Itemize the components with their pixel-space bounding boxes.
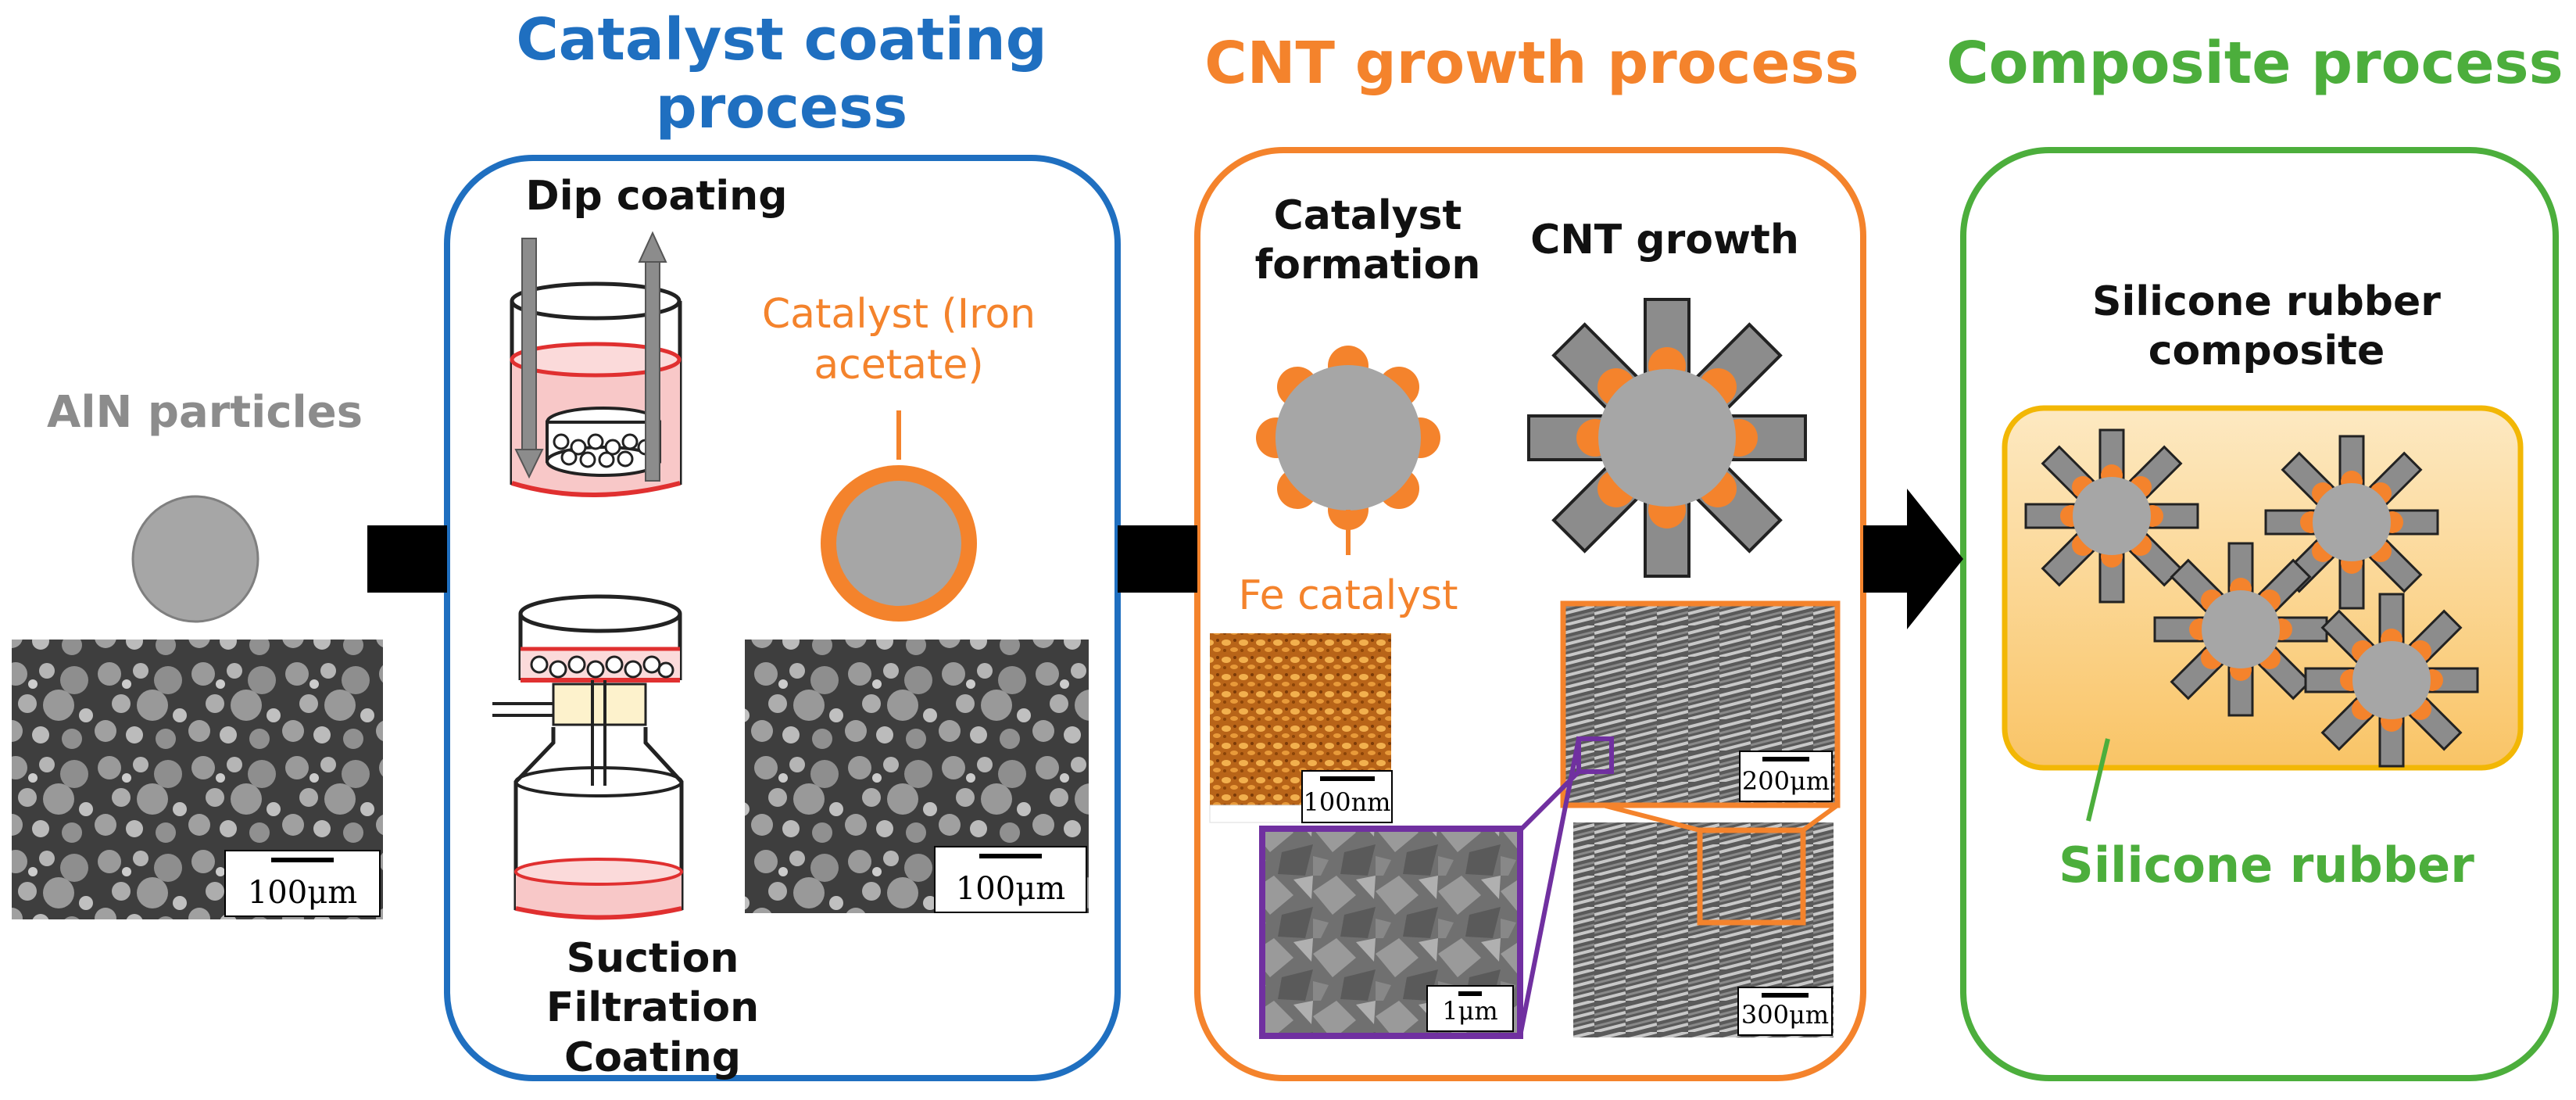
fe-catalyst-label: Fe catalyst: [1238, 572, 1458, 619]
catalyst-label: Catalyst (Iron acetate): [761, 291, 1036, 389]
composite-cnt-particles: [2024, 428, 2479, 768]
dip-coating-beaker-icon: [510, 231, 682, 497]
silicone-composite-label: Silicone rubber composite: [2092, 278, 2441, 375]
cnt-growth-box: [1194, 147, 1866, 1081]
fe-catalyst-particle-icon: [1256, 346, 1440, 555]
dip-coating-label: Dip coating: [525, 173, 788, 220]
aln-particle-icon: [131, 495, 259, 623]
silicone-rubber-label: Silicone rubber: [2059, 837, 2474, 894]
arrow-head: [1907, 489, 1963, 629]
cnt-growth-particle-icon: [1527, 298, 1807, 578]
arrow-segment-1: [367, 525, 447, 593]
suction-filtration-icon: [492, 594, 684, 920]
arrow-segment-3: [1863, 525, 1909, 593]
aln-scale-bar: 100μm: [224, 850, 381, 917]
cnt-growth-label: CNT growth: [1530, 217, 1799, 263]
arrow-segment-2: [1118, 525, 1197, 593]
afm-scale-bar: 100nm: [1301, 770, 1393, 823]
cnt-top-scale-bar: 200μm: [1739, 751, 1833, 802]
suction-filtration-label: Suction Filtration Coating: [546, 935, 760, 1081]
zoom-scale-bar: 1μm: [1426, 985, 1514, 1032]
composite-box: [1960, 147, 2559, 1081]
cnt-bottom-scale-bar: 300μm: [1737, 987, 1833, 1036]
coated-particle-core-icon: [836, 481, 961, 606]
composite-title: Composite process: [1946, 30, 2563, 97]
coated-scale-bar: 100μm: [934, 846, 1087, 913]
silicone-pointer-line: [2086, 738, 2110, 822]
catalyst-coating-box: [444, 155, 1121, 1081]
cnt-growth-title: CNT growth process: [1204, 30, 1859, 97]
aln-label: AlN particles: [47, 387, 363, 438]
catalyst-formation-label: Catalyst formation: [1254, 192, 1481, 289]
catalyst-coating-title: Catalyst coating process: [516, 6, 1047, 142]
